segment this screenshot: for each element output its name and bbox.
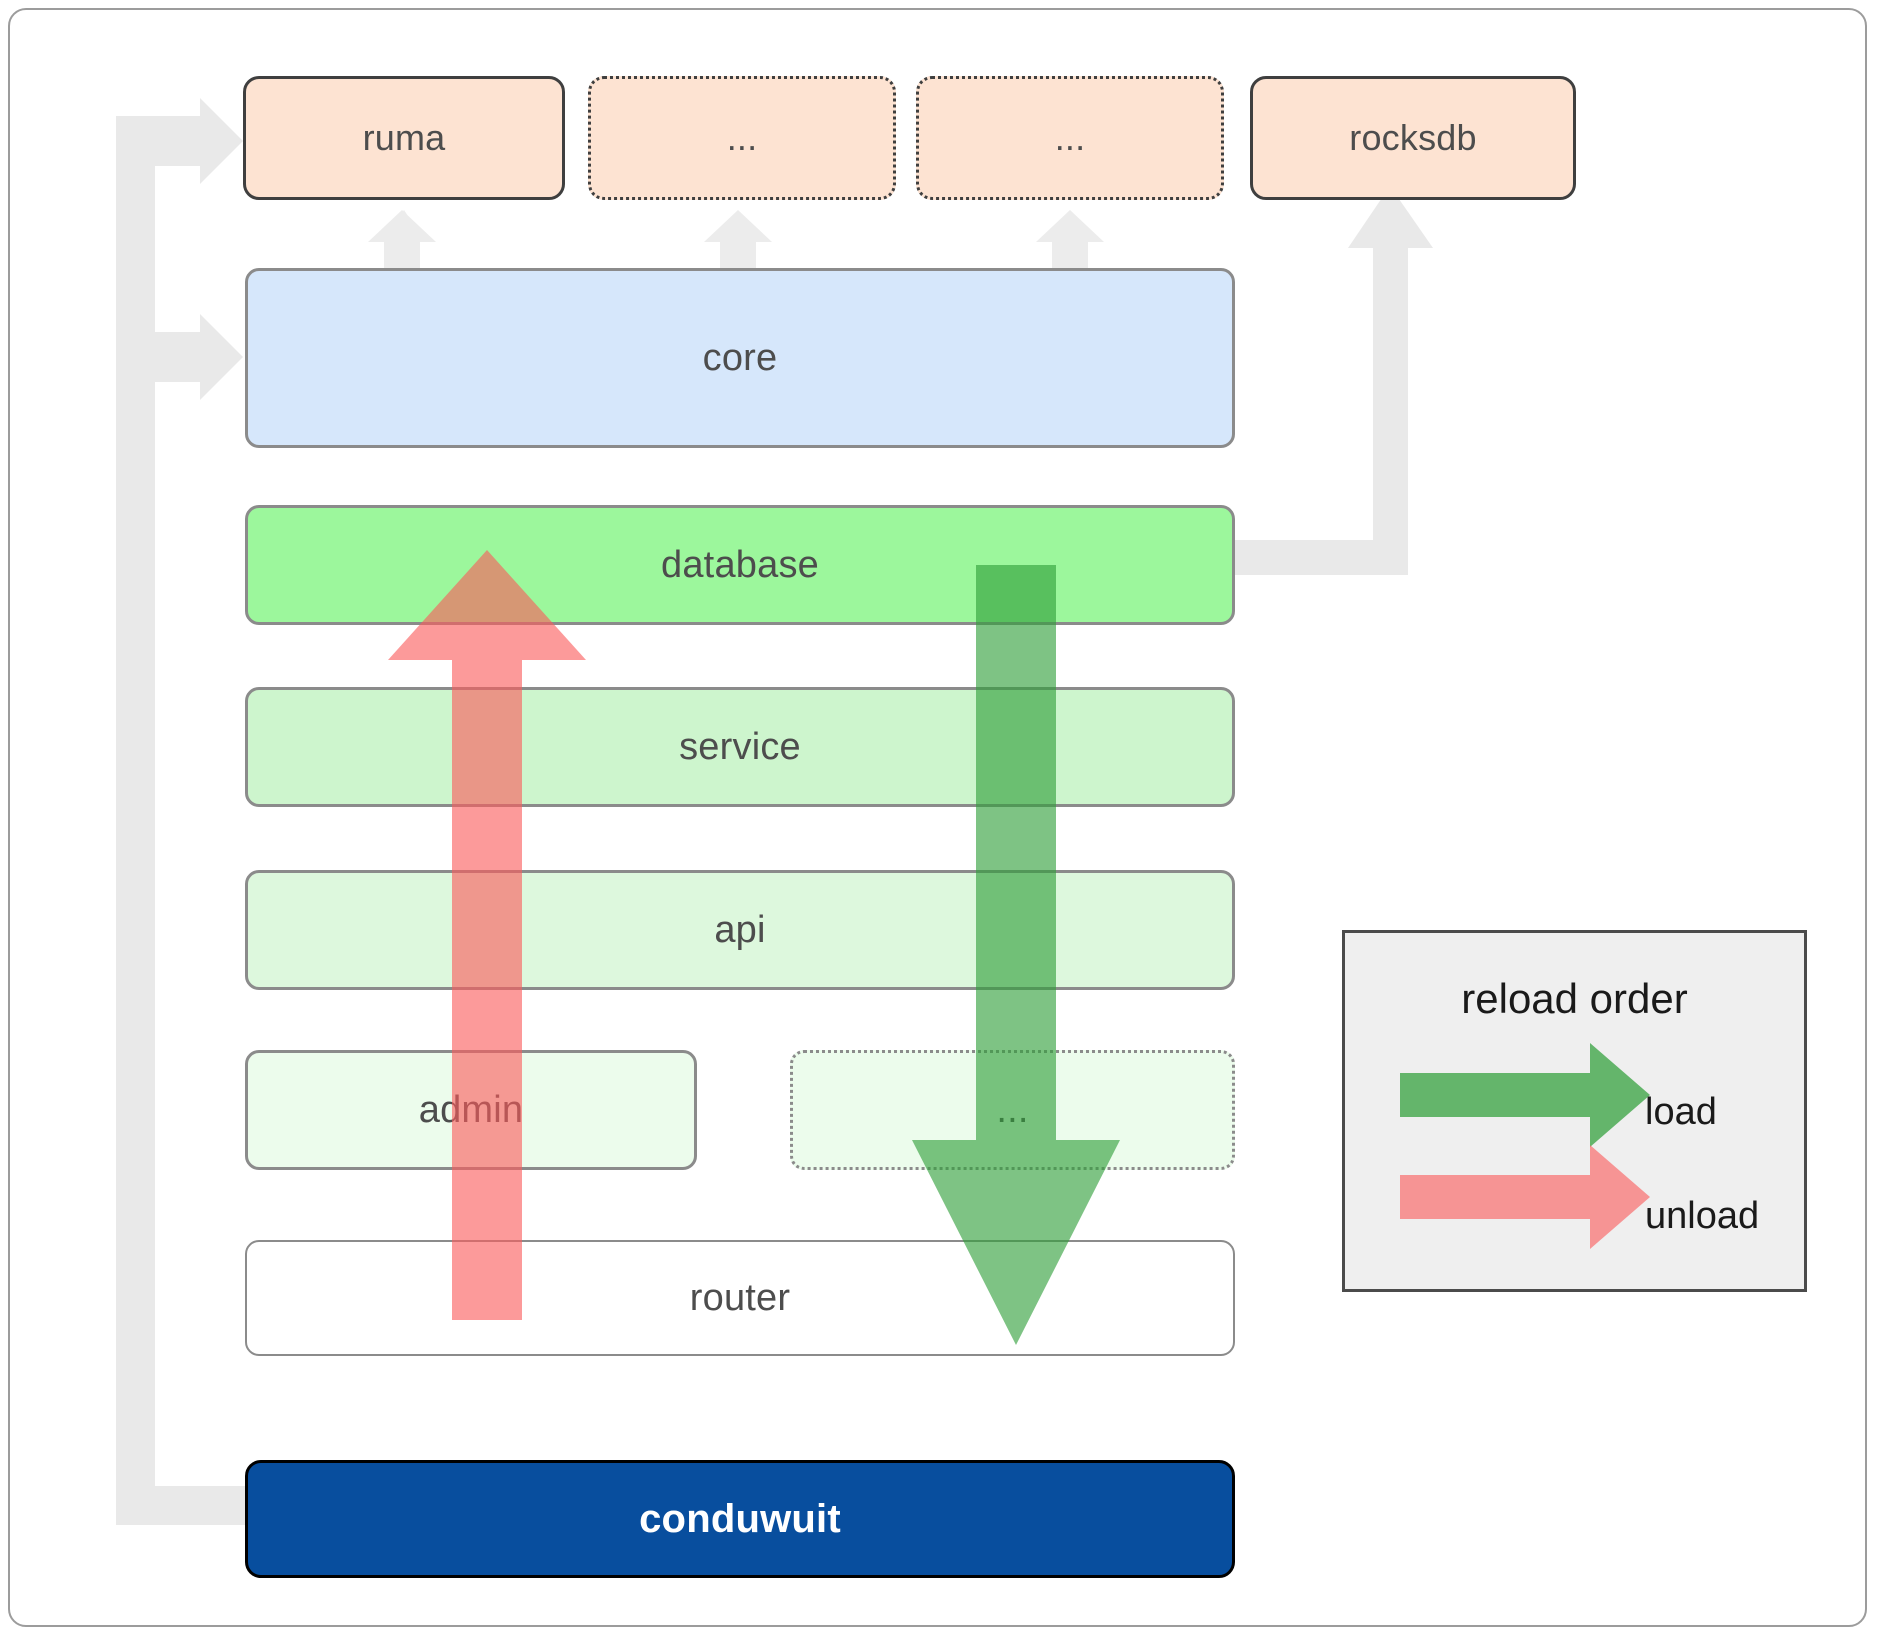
dependency-box-placeholder-1[interactable]: ... bbox=[588, 76, 896, 200]
crate-box-placeholder-3[interactable]: ... bbox=[790, 1050, 1235, 1170]
legend-title: reload order bbox=[1461, 975, 1688, 1022]
crate-label: admin bbox=[418, 1088, 524, 1131]
crate-box-router[interactable]: router bbox=[245, 1240, 1235, 1356]
crate-box-admin[interactable]: admin bbox=[245, 1050, 697, 1170]
binary-box-conduwuit[interactable]: conduwuit bbox=[245, 1460, 1235, 1578]
dependency-box-ruma[interactable]: ruma bbox=[243, 76, 565, 200]
crate-box-service[interactable]: service bbox=[245, 687, 1235, 807]
dependency-label: ... bbox=[726, 117, 758, 158]
legend-label-load: load bbox=[1645, 1091, 1717, 1133]
crate-label: service bbox=[679, 725, 801, 768]
dependency-box-rocksdb[interactable]: rocksdb bbox=[1250, 76, 1576, 200]
crate-box-api[interactable]: api bbox=[245, 870, 1235, 990]
crate-label: router bbox=[689, 1276, 791, 1319]
crate-label: ... bbox=[996, 1088, 1029, 1131]
dependency-label: ruma bbox=[362, 117, 446, 158]
crate-label: database bbox=[661, 543, 819, 586]
dependency-box-placeholder-2[interactable]: ... bbox=[916, 76, 1224, 200]
legend-panel: reload order load unload bbox=[1342, 930, 1807, 1292]
crate-label: api bbox=[714, 908, 766, 951]
dependency-label: ... bbox=[1054, 117, 1086, 158]
crate-label: core bbox=[702, 336, 778, 379]
legend-label-unload: unload bbox=[1645, 1195, 1760, 1237]
crate-box-database[interactable]: database bbox=[245, 505, 1235, 625]
binary-label: conduwuit bbox=[639, 1496, 841, 1541]
crate-box-core[interactable]: core bbox=[245, 268, 1235, 448]
dependency-label: rocksdb bbox=[1349, 117, 1477, 158]
diagram-frame bbox=[8, 8, 1867, 1627]
